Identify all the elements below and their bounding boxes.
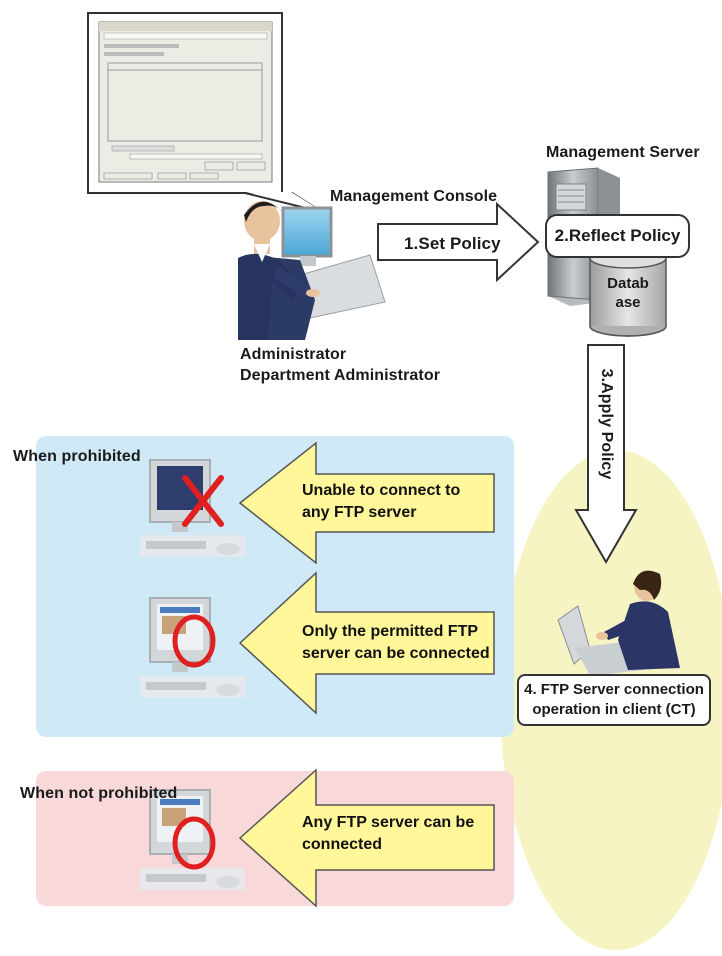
- circle-mark-icon: [172, 614, 216, 668]
- department-administrator-label: Department Administrator: [240, 367, 441, 384]
- database-label-line2: ase: [615, 294, 641, 311]
- client-operation-line1: 4. FTP Server connection: [524, 681, 704, 698]
- callout-arrow-unable: [238, 441, 495, 565]
- callout-arrow-permitted: [238, 571, 495, 715]
- policy-dialog-thumbnail: [98, 21, 273, 183]
- reflect-policy-label: 2.Reflect Policy: [554, 226, 681, 245]
- administrator-label: Administrator: [240, 346, 347, 363]
- callout-line: Any FTP server can be: [302, 814, 475, 831]
- database-label: Datab ase: [596, 274, 660, 312]
- callout-line: Unable to connect to: [302, 482, 461, 499]
- reflect-policy-box: 2.Reflect Policy: [545, 214, 690, 258]
- client-operation-line2: operation in client (CT): [532, 701, 696, 718]
- callout-line: any FTP server: [302, 504, 417, 521]
- callout-text-permitted: Only the permitted FTP server can be con…: [302, 621, 490, 665]
- callout-line: connected: [302, 836, 383, 853]
- apply-policy-arrow: [574, 344, 638, 565]
- database-label-line1: Datab: [607, 275, 649, 292]
- database-icon: [589, 247, 667, 337]
- administrator-figure: [238, 201, 386, 340]
- callout-text-any: Any FTP server can be connected: [302, 812, 474, 856]
- client-pc-prohibited-permitted: [140, 597, 245, 698]
- cross-mark-icon: [182, 475, 224, 527]
- circle-mark-icon: [172, 816, 216, 870]
- set-policy-label: 1.Set Policy: [404, 234, 501, 253]
- callout-text-unable: Unable to connect to any FTP server: [302, 480, 460, 524]
- client-pc-prohibited-none: [140, 459, 245, 557]
- callout-line: server can be connected: [302, 645, 490, 662]
- when-prohibited-title: When prohibited: [13, 448, 141, 465]
- apply-policy-label: 3.Apply Policy: [598, 368, 615, 480]
- client-operation-box: 4. FTP Server connection operation in cl…: [517, 674, 711, 726]
- client-pc-not-prohibited: [140, 789, 245, 890]
- management-server-label: Management Server: [546, 144, 700, 161]
- when-not-prohibited-title: When not prohibited: [20, 785, 178, 802]
- set-policy-arrow: [377, 201, 540, 283]
- client-user-figure: [557, 570, 680, 676]
- callout-line: Only the permitted FTP: [302, 623, 479, 640]
- callout-arrow-any: [238, 768, 495, 908]
- management-console-label: Management Console: [330, 188, 498, 205]
